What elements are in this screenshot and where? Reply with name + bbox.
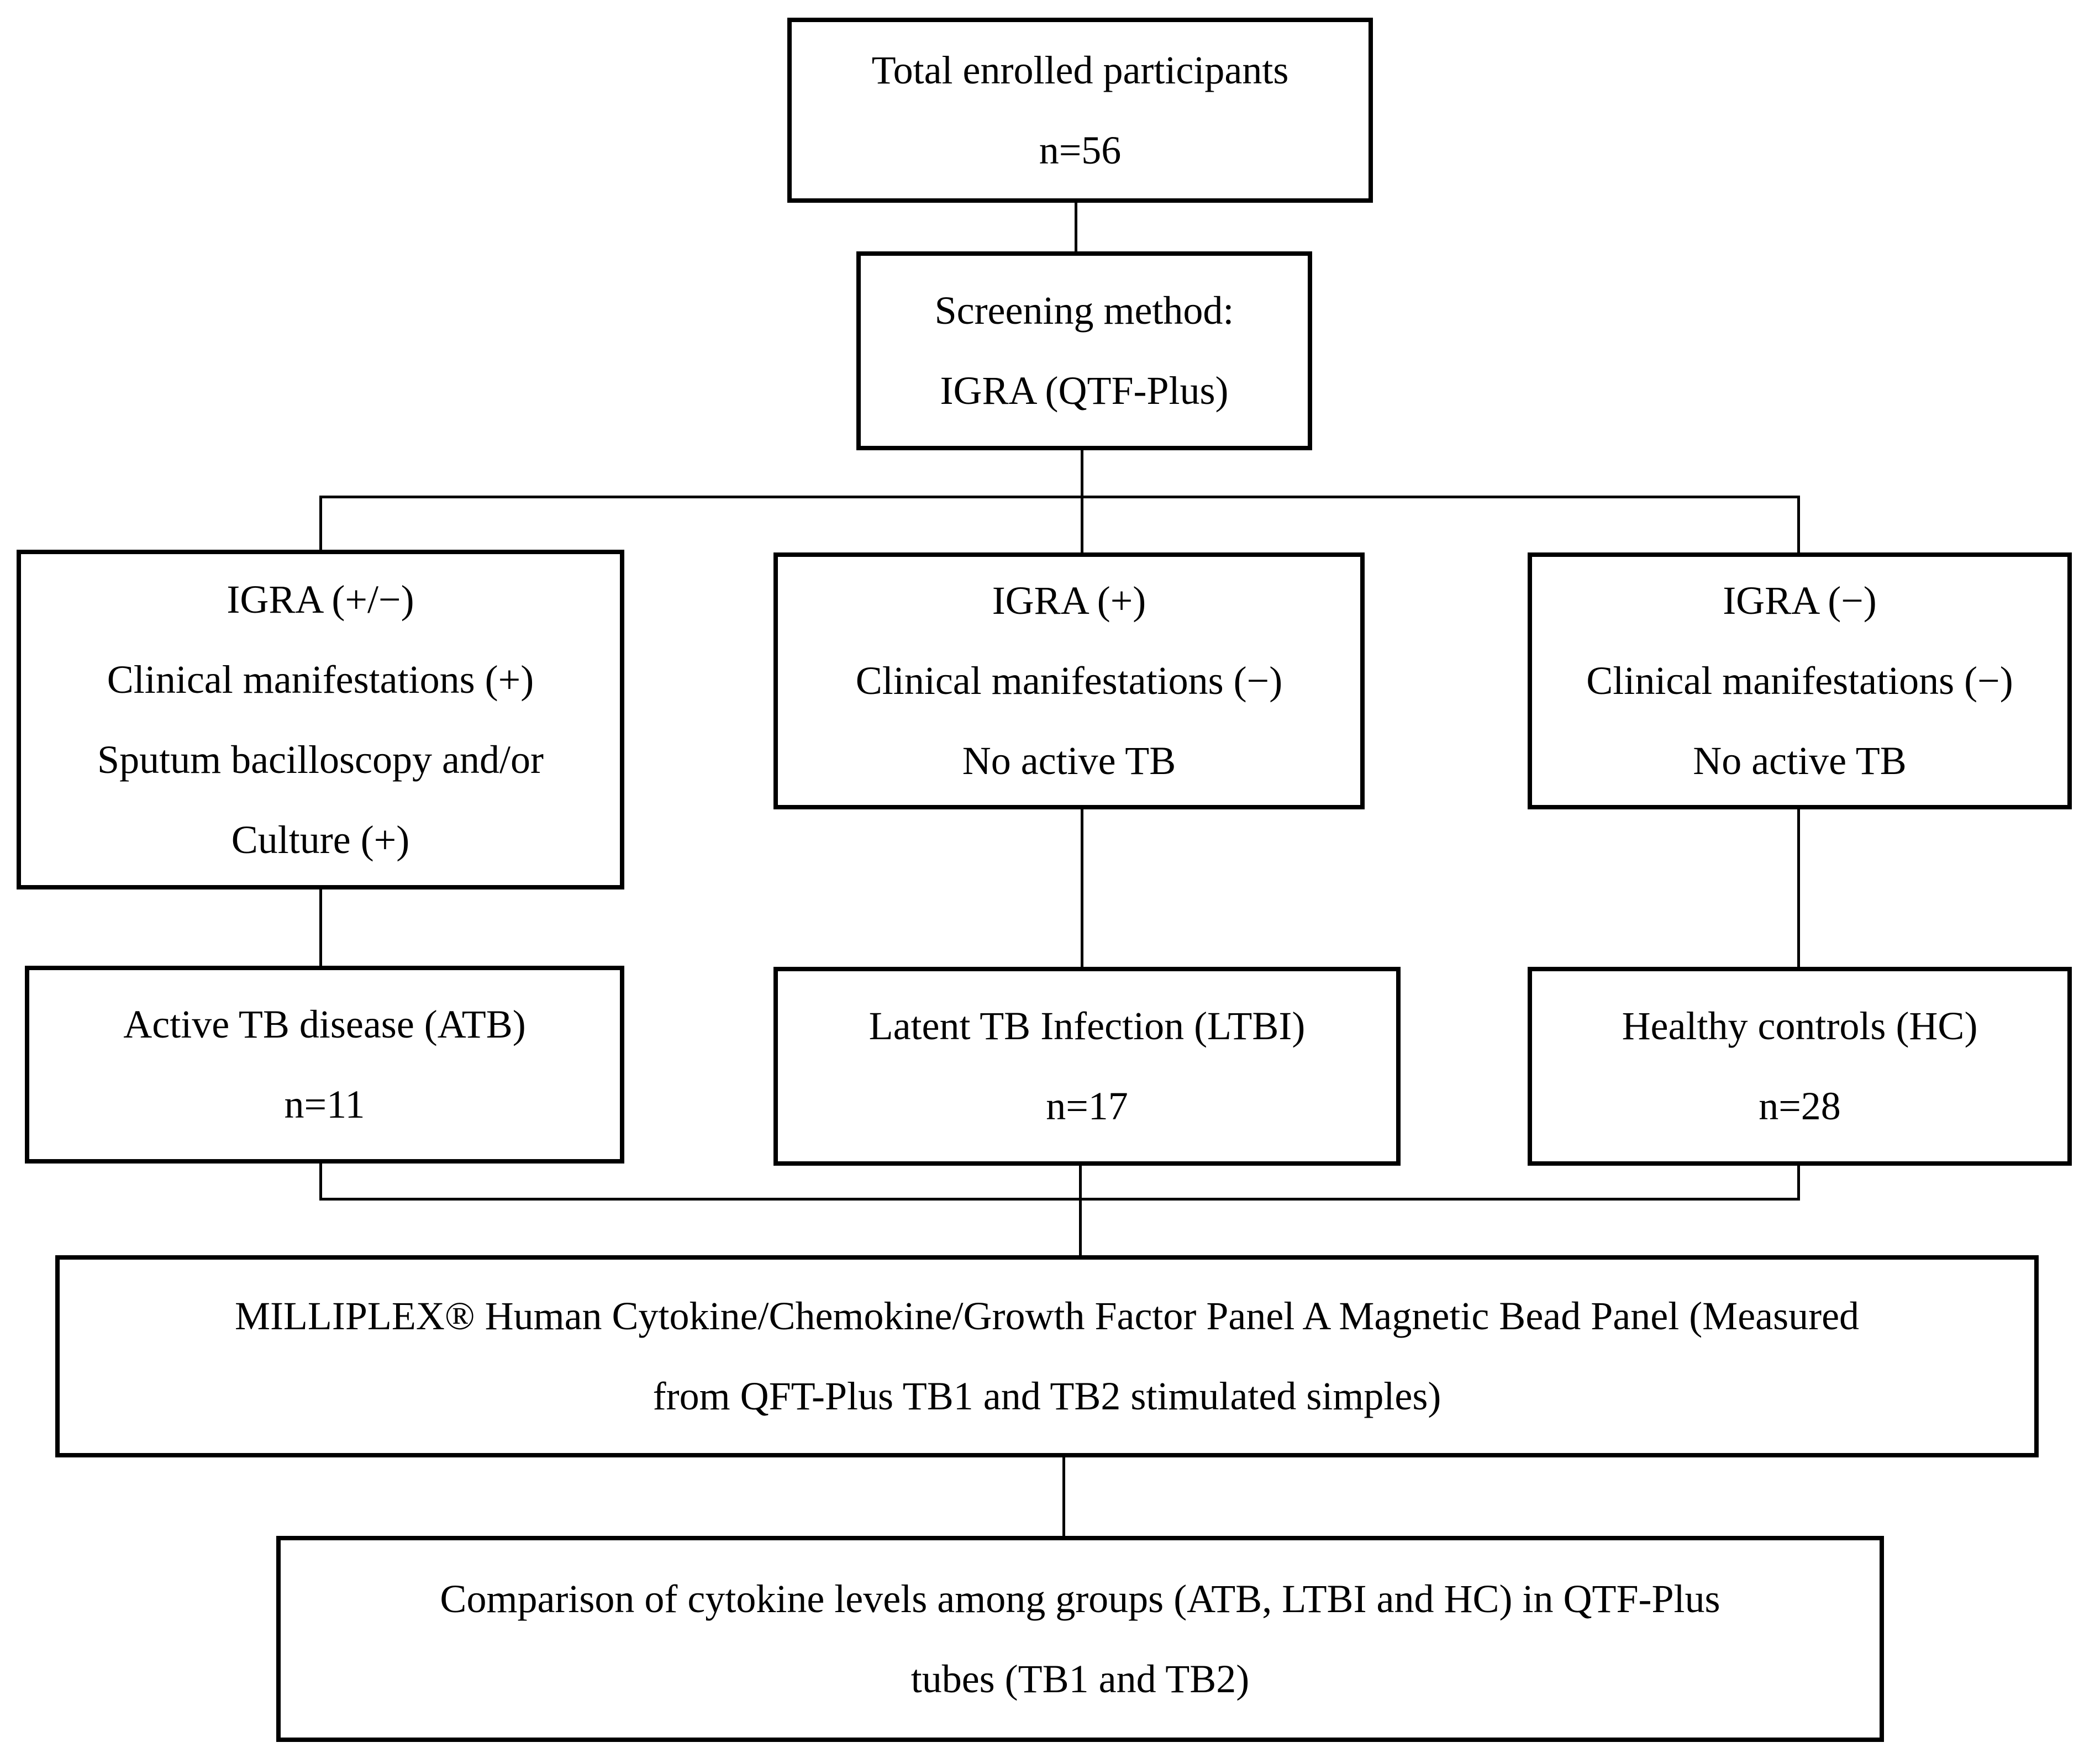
- node-text: Screening method:: [934, 288, 1234, 333]
- node-text: Active TB disease (ATB): [123, 1002, 526, 1046]
- node-milliplex-panel: MILLIPLEX® Human Cytokine/Chemokine/Grow…: [55, 1255, 2039, 1457]
- node-text: No active TB: [1693, 739, 1907, 783]
- connector-merge-horizontal: [319, 1198, 1800, 1201]
- node-text: IGRA (−): [1723, 578, 1877, 623]
- node-count: n=28: [1759, 1084, 1841, 1128]
- connector-screening-down: [1081, 448, 1083, 498]
- node-count: n=56: [1039, 128, 1122, 172]
- connector-branch-to-hc-criteria: [1797, 496, 1800, 554]
- node-text: Latent TB Infection (LTBI): [869, 1004, 1306, 1048]
- node-text: No active TB: [962, 739, 1176, 783]
- connector-ltbi-group-to-milliplex: [1079, 1165, 1082, 1256]
- node-text: Sputum bacilloscopy and/or: [97, 737, 544, 782]
- node-count: n=11: [284, 1082, 365, 1126]
- connector-branch-to-ltbi-criteria: [1081, 496, 1083, 554]
- connector-branch-to-atb-criteria: [319, 496, 322, 551]
- connector-hc-criteria-to-group: [1797, 808, 1800, 968]
- node-text: Clinical manifestations (−): [1586, 659, 2013, 703]
- node-text: from QFT-Plus TB1 and TB2 stimulated sim…: [652, 1374, 1441, 1418]
- node-text: Healthy controls (HC): [1622, 1004, 1978, 1048]
- node-text: Total enrolled participants: [871, 48, 1289, 92]
- node-text: Comparison of cytokine levels among grou…: [440, 1576, 1720, 1621]
- node-atb-criteria: IGRA (+/−) Clinical manifestations (+) S…: [17, 550, 624, 889]
- node-text: IGRA (QTF-Plus): [940, 369, 1229, 413]
- connector-hc-group-down: [1797, 1165, 1800, 1200]
- connector-total-to-screening: [1075, 199, 1077, 254]
- node-text: IGRA (+): [992, 578, 1146, 623]
- node-text: IGRA (+/−): [227, 577, 414, 622]
- node-comparison: Comparison of cytokine levels among grou…: [276, 1536, 1884, 1742]
- node-text: tubes (TB1 and TB2): [910, 1656, 1250, 1701]
- connector-milliplex-to-comparison: [1062, 1456, 1065, 1537]
- node-text: Clinical manifestations (+): [107, 657, 534, 702]
- node-screening-method: Screening method: IGRA (QTF-Plus): [856, 251, 1312, 450]
- connector-ltbi-criteria-to-group: [1081, 808, 1083, 968]
- node-hc-criteria: IGRA (−) Clinical manifestations (−) No …: [1528, 552, 2072, 809]
- node-total-enrolled: Total enrolled participants n=56: [787, 18, 1373, 203]
- node-text: Culture (+): [231, 817, 410, 862]
- node-count: n=17: [1046, 1084, 1128, 1128]
- node-text: Clinical manifestations (−): [855, 659, 1283, 703]
- connector-branch-horizontal: [319, 496, 1800, 498]
- connector-atb-group-down: [319, 1162, 322, 1200]
- node-text: MILLIPLEX® Human Cytokine/Chemokine/Grow…: [234, 1294, 1860, 1338]
- node-ltbi-criteria: IGRA (+) Clinical manifestations (−) No …: [773, 552, 1365, 809]
- connector-atb-criteria-to-group: [319, 888, 322, 967]
- node-ltbi-group: Latent TB Infection (LTBI) n=17: [773, 967, 1401, 1166]
- node-atb-group: Active TB disease (ATB) n=11: [25, 966, 624, 1164]
- node-hc-group: Healthy controls (HC) n=28: [1528, 967, 2072, 1166]
